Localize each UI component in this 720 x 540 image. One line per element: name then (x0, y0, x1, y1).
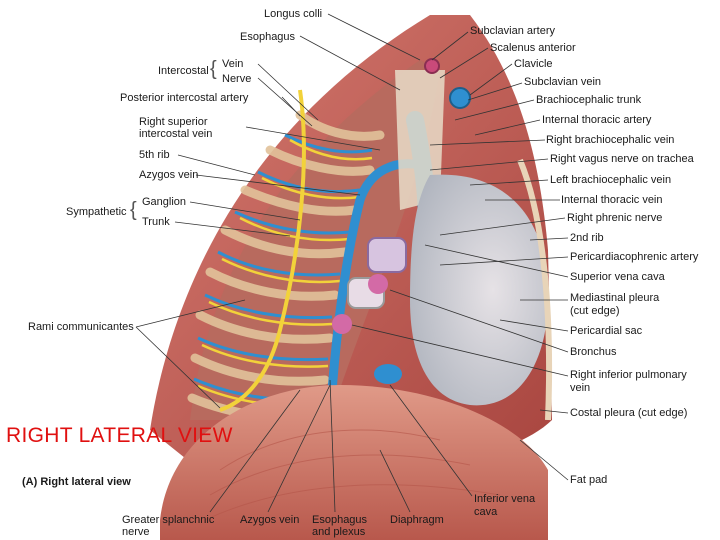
label-fat-pad: Fat pad (570, 474, 608, 486)
label-greater-splanchnic-nerve-line2: nerve (122, 526, 150, 538)
costal-pleura-edge (517, 158, 553, 421)
label-greater-splanchnic-nerve-line1: Greater splanchnic (122, 514, 215, 526)
brace-intercostal: { (210, 58, 217, 80)
label-right-inferior-pulmonary-vein-line1: Right inferior pulmonary (570, 369, 687, 381)
label-diaphragm: Diaphragm (390, 514, 444, 526)
label-clavicle: Clavicle (514, 58, 553, 70)
label-fifth-rib: 5th rib (139, 149, 170, 161)
label-mediastinal-pleura-line1: Mediastinal pleura (570, 292, 660, 304)
subclavian-artery-shape (424, 58, 440, 74)
label-posterior-intercostal-artery: Posterior intercostal artery (120, 92, 249, 104)
label-rami-communicantes: Rami communicantes (28, 321, 134, 333)
brace-sympathetic: { (130, 199, 137, 221)
intercostal-veins (193, 133, 373, 402)
label-right-brachiocephalic-vein: Right brachiocephalic vein (546, 134, 675, 146)
mediastinal-pleura-area (410, 174, 549, 406)
label-subclavian-artery: Subclavian artery (470, 25, 555, 37)
label-right-vagus-nerve: Right vagus nerve on trachea (550, 153, 694, 165)
label-esophagus: Esophagus (240, 31, 296, 43)
label-intercostal: Intercostal (158, 65, 209, 77)
diaphragm-striations (204, 429, 501, 521)
label-longus-colli: Longus colli (264, 8, 323, 20)
azygos-vein-shape (325, 159, 425, 425)
label-right-superior-intercostal-vein-line1: Right superior (139, 116, 208, 128)
inferior-vena-cava-shape (374, 364, 402, 384)
hilum-vessels (332, 237, 407, 334)
label-esophagus-plexus-line1: Esophagus (312, 514, 368, 526)
label-superior-vena-cava: Superior vena cava (570, 271, 665, 283)
label-ganglion: Ganglion (142, 196, 187, 208)
sympathetic-trunk (219, 89, 306, 412)
label-pericardiacophrenic-artery: Pericardiacophrenic artery (570, 251, 699, 263)
label-second-rib: 2nd rib (570, 232, 604, 244)
label-azygos-vein-top: Azygos vein (139, 169, 199, 181)
label-intercostal-vein: Vein (222, 58, 244, 70)
label-trunk: Trunk (142, 216, 170, 228)
title-overlay: RIGHT LATERAL VIEW (6, 424, 233, 447)
label-esophagus-plexus-line2: and plexus (312, 526, 366, 538)
label-inferior-vena-cava-line2: cava (474, 506, 498, 518)
label-internal-thoracic-vein: Internal thoracic vein (561, 194, 663, 206)
label-subclavian-vein: Subclavian vein (524, 76, 602, 88)
label-internal-thoracic-artery: Internal thoracic artery (542, 114, 652, 126)
label-pericardial-sac: Pericardial sac (570, 325, 643, 337)
label-scalenus-anterior: Scalenus anterior (490, 42, 576, 54)
label-bronchus: Bronchus (570, 346, 617, 358)
label-right-inferior-pulmonary-vein-line2: vein (570, 382, 591, 394)
figure-caption: (A) Right lateral view (22, 476, 131, 488)
label-right-phrenic-nerve: Right phrenic nerve (567, 212, 663, 224)
label-intercostal-nerve: Nerve (222, 73, 252, 85)
label-costal-pleura: Costal pleura (cut edge) (570, 407, 688, 419)
leader-lines (135, 13, 569, 513)
label-azygos-vein-bottom: Azygos vein (240, 514, 300, 526)
label-right-superior-intercostal-vein-line2: intercostal vein (139, 128, 213, 140)
label-mediastinal-pleura-line2: (cut edge) (570, 305, 620, 317)
label-sympathetic: Sympathetic (66, 206, 127, 218)
label-left-brachiocephalic-vein: Left brachiocephalic vein (550, 174, 672, 186)
label-brachiocephalic-trunk: Brachiocephalic trunk (536, 94, 642, 106)
label-inferior-vena-cava-line1: Inferior vena (474, 493, 536, 505)
subclavian-vein-shape (449, 87, 471, 109)
